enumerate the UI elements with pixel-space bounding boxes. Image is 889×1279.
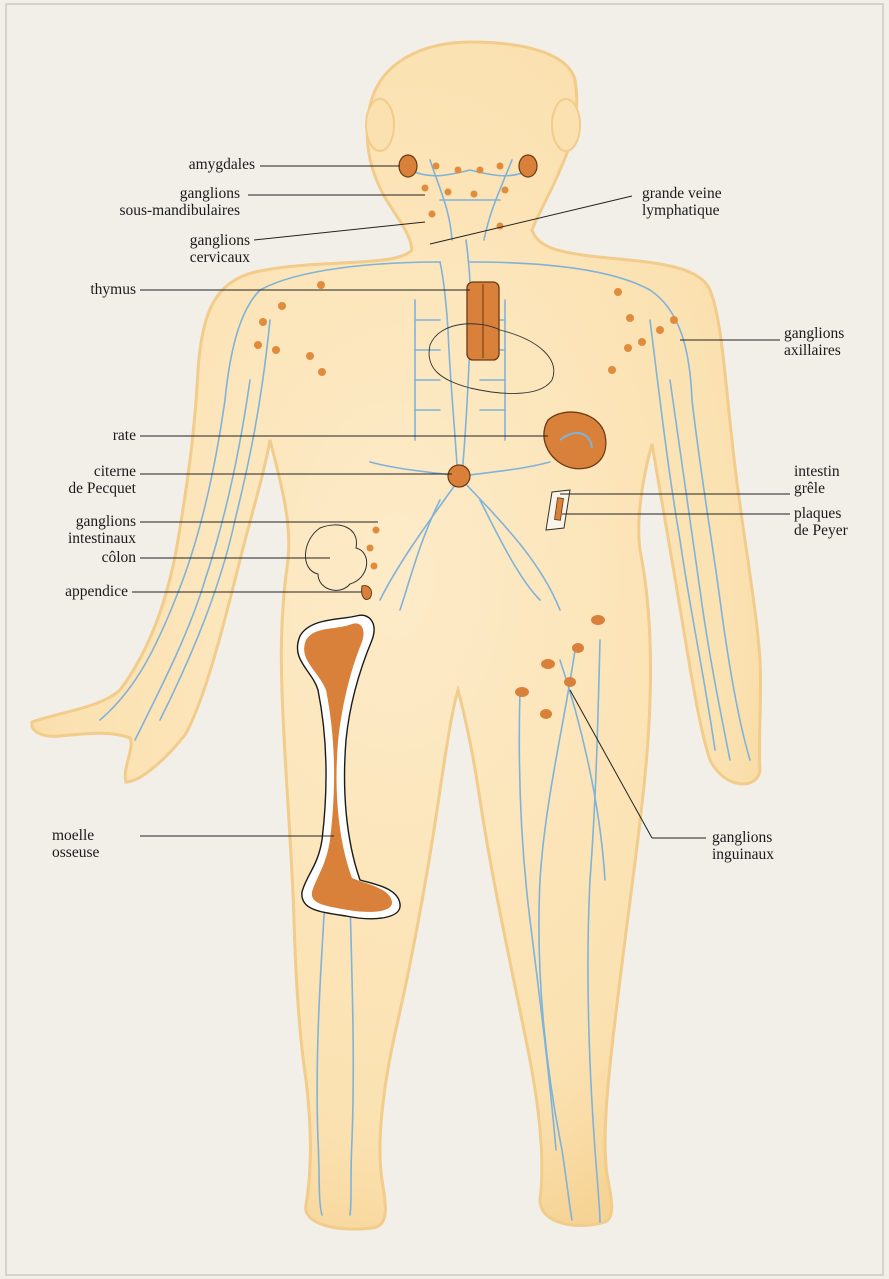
label-citerne-de-pecquet: citerne de Pecquet [30,463,136,497]
label-line-1: ganglions [190,232,250,249]
label-line-2: cervicaux [190,249,250,266]
label-line-2: sous-mandibulaires [119,202,240,219]
label-line-1: grande veine [642,185,722,202]
label-thymus: thymus [40,281,136,298]
right-ear [552,99,580,151]
label-line-2: osseuse [52,844,99,861]
label-line-2: de Peyer [794,522,848,539]
label-ganglions-axillaires: ganglions axillaires [784,325,844,359]
label-rate: rate [40,427,136,444]
label-colon: côlon [40,549,136,566]
label-line-1: ganglions [784,325,844,342]
body-silhouette [32,42,761,1229]
label-line-2: grêle [794,480,825,497]
body-outline [32,42,761,1229]
label-line-2: axillaires [784,342,841,359]
label-amygdales: amygdales [110,156,255,173]
amygdale-left [399,155,417,177]
label-line-1: plaques [794,505,841,522]
label-line-2: inguinaux [712,846,774,863]
appendix-organ [362,586,372,600]
label-line-2: lymphatique [642,202,720,219]
label-ganglions-intestinaux: ganglions intestinaux [20,513,136,547]
cisterna-chyli [448,465,470,487]
label-line-1: ganglions [180,185,240,202]
label-line-2: de Pecquet [68,480,136,497]
label-line-1: intestin [794,463,840,480]
label-ganglions-sous-mandibulaires: ganglions sous-mandibulaires [70,185,240,219]
label-line-1: ganglions [76,513,136,530]
label-ganglions-inguinaux: ganglions inguinaux [712,829,774,863]
label-line-1: citerne [94,463,136,480]
left-ear [366,99,394,151]
label-moelle-osseuse: moelle osseuse [52,827,99,861]
label-plaques-de-peyer: plaques de Peyer [794,505,848,539]
label-grande-veine-lymphatique: grande veine lymphatique [642,185,722,219]
label-line-1: moelle [52,827,94,844]
label-appendice: appendice [10,583,128,600]
label-line-2: intestinaux [68,530,136,547]
label-intestin-grele: intestin grêle [794,463,840,497]
amygdale-right [519,155,537,177]
label-ganglions-cervicaux: ganglions cervicaux [110,232,250,266]
label-line-1: ganglions [712,829,772,846]
